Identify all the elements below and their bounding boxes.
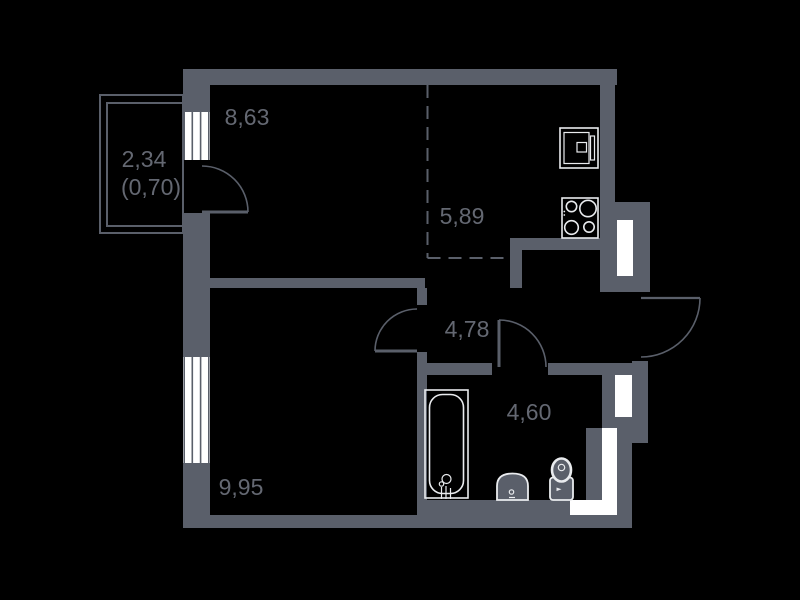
balcony-railing	[99, 94, 184, 234]
label-bedroom-area: 9,95	[219, 474, 264, 500]
bedroom-door	[374, 308, 418, 353]
label-bathroom-area: 4,60	[507, 399, 552, 425]
label-living-area: 8,63	[225, 104, 270, 130]
wall-kitchen-hall-vertical	[510, 238, 522, 288]
window-bedroom	[183, 357, 210, 463]
wall-left-middle	[183, 213, 210, 357]
wall-kitchen-hall	[510, 238, 600, 250]
label-balcony-area: 2,34	[122, 146, 167, 172]
wall-top	[183, 69, 617, 85]
kitchen-zone-dashed-boundary	[426, 85, 508, 259]
wall-duct-close	[602, 417, 632, 428]
wall-hall-west-stub	[417, 288, 427, 305]
duct-shafts	[570, 220, 633, 515]
duct-shaft-bathroom-upper	[615, 375, 632, 417]
wall-bottom	[183, 515, 632, 528]
duct-shaft-bathroom-bottom	[570, 500, 602, 515]
bathroom-door	[497, 319, 547, 368]
duct-shaft-bathroom-right	[602, 428, 617, 515]
wall-bathroom-right-inner	[586, 428, 602, 500]
window-bedroom-glass	[183, 357, 210, 463]
wall-bathroom-top-right	[548, 363, 633, 375]
bathtub-icon	[424, 389, 469, 499]
wall-below-entrance-door	[632, 361, 648, 443]
stove-icon	[561, 197, 599, 239]
wall-bathroom-west	[417, 352, 427, 500]
kitchen-sink-icon	[559, 127, 599, 169]
window-living-glass	[183, 112, 210, 160]
doors	[201, 165, 701, 368]
balcony-railing-inner	[106, 102, 184, 227]
label-kitchen-area: 5,89	[440, 203, 485, 229]
washbasin-icon	[496, 472, 529, 501]
toilet-icon	[549, 457, 574, 501]
label-balcony-reduced-area: (0,70)	[121, 174, 181, 200]
wall-step-bottom-right	[617, 428, 648, 443]
wall-kitchen-right	[600, 85, 615, 202]
wall-bathroom-bottom	[417, 500, 570, 515]
labels: 8,63 5,89 4,78 4,60 9,95 2,34 (0,70)	[121, 104, 551, 500]
wall-bathroom-top-left	[417, 363, 492, 375]
wall-right-lower	[617, 443, 632, 515]
entrance-door	[640, 296, 701, 358]
walls	[183, 69, 650, 528]
window-living	[183, 112, 210, 160]
balcony-door	[201, 165, 249, 214]
duct-shaft-entrance	[617, 220, 633, 276]
fixtures	[424, 127, 599, 501]
label-hall-area: 4,78	[445, 316, 490, 342]
wall-left-upper	[183, 85, 210, 112]
wall-bathroom-right-upper	[602, 375, 615, 428]
wall-divider-living-bedroom	[210, 278, 425, 288]
